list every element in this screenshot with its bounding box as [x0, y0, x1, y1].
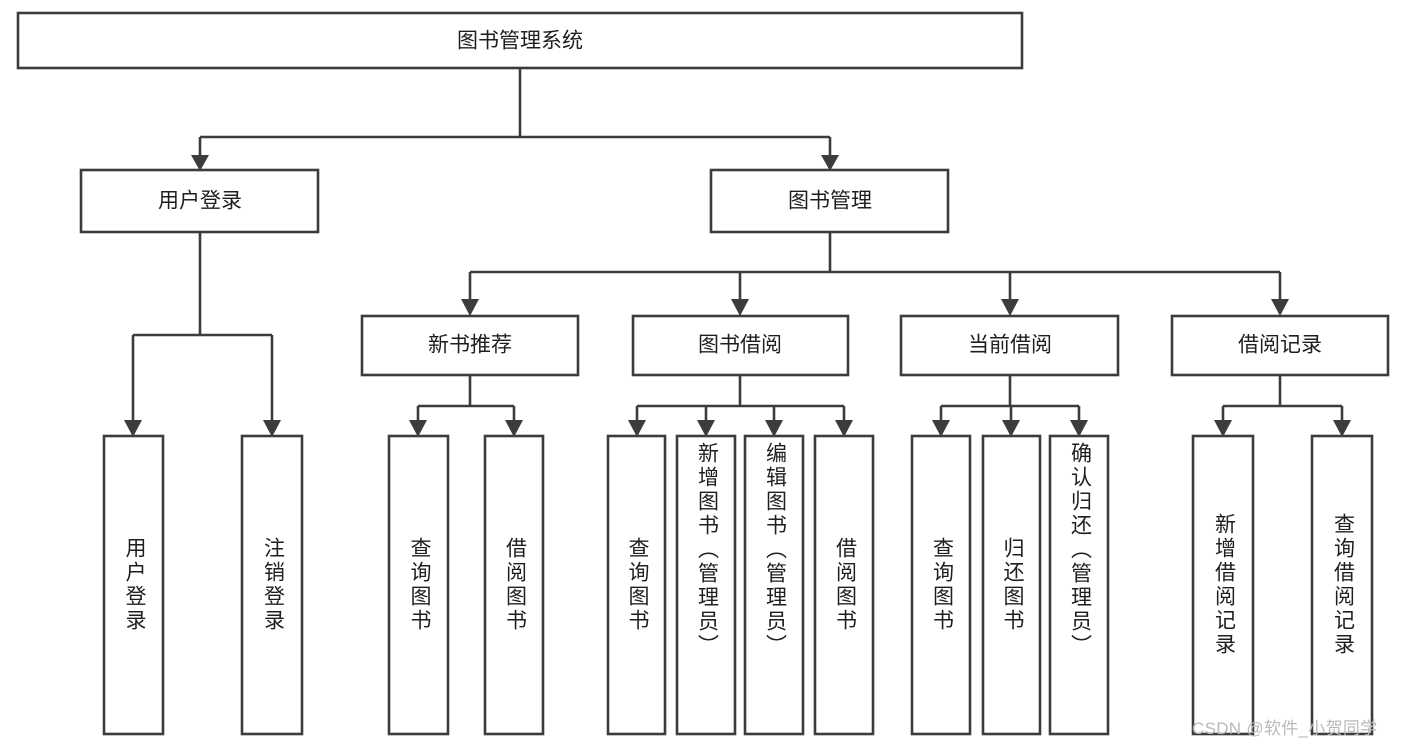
- node-borrow-record[interactable]: [1170, 314, 1390, 377]
- arrowhead-borrow-lend: [835, 420, 853, 437]
- leaf-borrow-edit-book[interactable]: [743, 434, 805, 736]
- node-new-book-recommend-label: 新书推荐: [428, 334, 512, 357]
- leaf-record-add-record[interactable]: [1191, 434, 1255, 736]
- arrowhead-current-confirm: [1070, 420, 1088, 437]
- node-borrow-record-label: 借阅记录: [1238, 334, 1322, 357]
- arrowhead-current-query: [932, 420, 950, 437]
- arrowhead-record-add: [1214, 420, 1232, 437]
- node-root-system[interactable]: [16, 11, 1024, 70]
- node-user-login-label: 用户登录: [158, 190, 242, 213]
- arrowhead-leaf-logout: [263, 420, 281, 437]
- leaf-user-login-logout[interactable]: [240, 434, 304, 736]
- leaf-current-return-book[interactable]: [981, 434, 1042, 736]
- node-book-management[interactable]: [709, 168, 950, 234]
- arrowhead-current-borrow: [1001, 299, 1019, 316]
- leaf-recommend-query-book[interactable]: [387, 434, 450, 736]
- arrowhead-current-return: [1002, 420, 1020, 437]
- arrowhead-book-borrow: [731, 299, 749, 316]
- leaf-borrow-add-book[interactable]: [675, 434, 737, 736]
- nodes-layer: 图书管理系统 用户登录 图书管理 新书推荐 图书借阅 当前借阅 借阅记录: [16, 11, 1390, 736]
- node-current-borrow[interactable]: [899, 314, 1120, 377]
- arrowhead-new-book-recommend: [461, 299, 479, 316]
- leaf-current-query-book[interactable]: [910, 434, 972, 736]
- edges-layer: [124, 68, 1351, 437]
- arrowhead-user-login: [191, 155, 209, 171]
- arrowhead-record-query: [1333, 420, 1351, 437]
- arrowhead-borrow-edit: [765, 420, 783, 437]
- arrowhead-book-manage: [821, 155, 839, 171]
- leaf-record-query-record[interactable]: [1310, 434, 1374, 736]
- leaf-current-confirm-return[interactable]: [1048, 434, 1110, 736]
- node-book-borrow[interactable]: [631, 314, 850, 377]
- node-user-login[interactable]: [79, 168, 320, 234]
- leaf-borrow-lend-book[interactable]: [813, 434, 875, 736]
- watermark-text: CSDN @软件_小贺同学: [1192, 719, 1378, 738]
- arrowhead-borrow-query: [628, 420, 646, 437]
- leaf-user-login-login[interactable]: [102, 434, 165, 736]
- node-current-borrow-label: 当前借阅: [968, 334, 1052, 357]
- arrowhead-leaf-user-login: [124, 420, 142, 437]
- arrowhead-recommend-borrow: [505, 420, 523, 437]
- node-root-system-label: 图书管理系统: [457, 30, 583, 53]
- node-new-book-recommend[interactable]: [360, 314, 580, 377]
- arrowhead-borrow-add: [697, 420, 715, 437]
- arrowhead-borrow-record: [1271, 299, 1289, 316]
- arrowhead-recommend-query: [409, 420, 427, 437]
- node-book-management-label: 图书管理: [788, 190, 872, 213]
- leaf-borrow-query-book[interactable]: [606, 434, 667, 736]
- node-book-borrow-label: 图书借阅: [698, 334, 782, 357]
- leaf-recommend-borrow-book[interactable]: [483, 434, 545, 736]
